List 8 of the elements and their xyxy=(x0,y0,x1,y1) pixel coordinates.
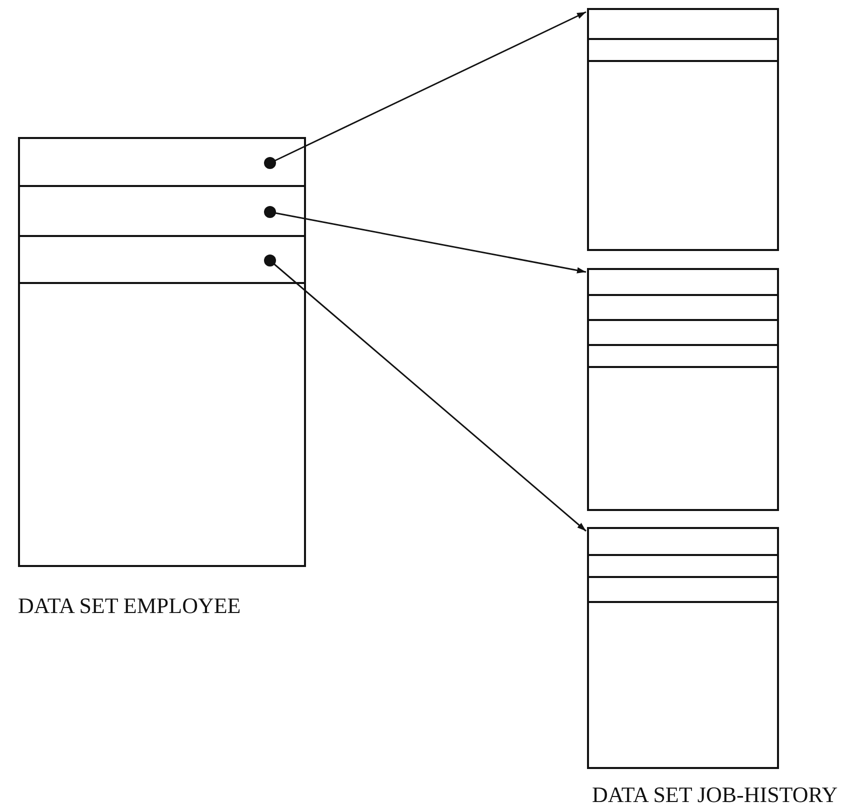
pointer-arrow xyxy=(264,254,586,532)
record-block xyxy=(587,527,779,769)
record-block xyxy=(587,8,779,251)
pointer-arrow xyxy=(264,11,586,169)
data-set-caption: DATA SET JOB-HISTORY xyxy=(592,782,838,808)
pointer-arrow xyxy=(264,206,586,274)
data-set-caption: DATA SET EMPLOYEE xyxy=(18,593,241,619)
record-block xyxy=(587,268,779,511)
